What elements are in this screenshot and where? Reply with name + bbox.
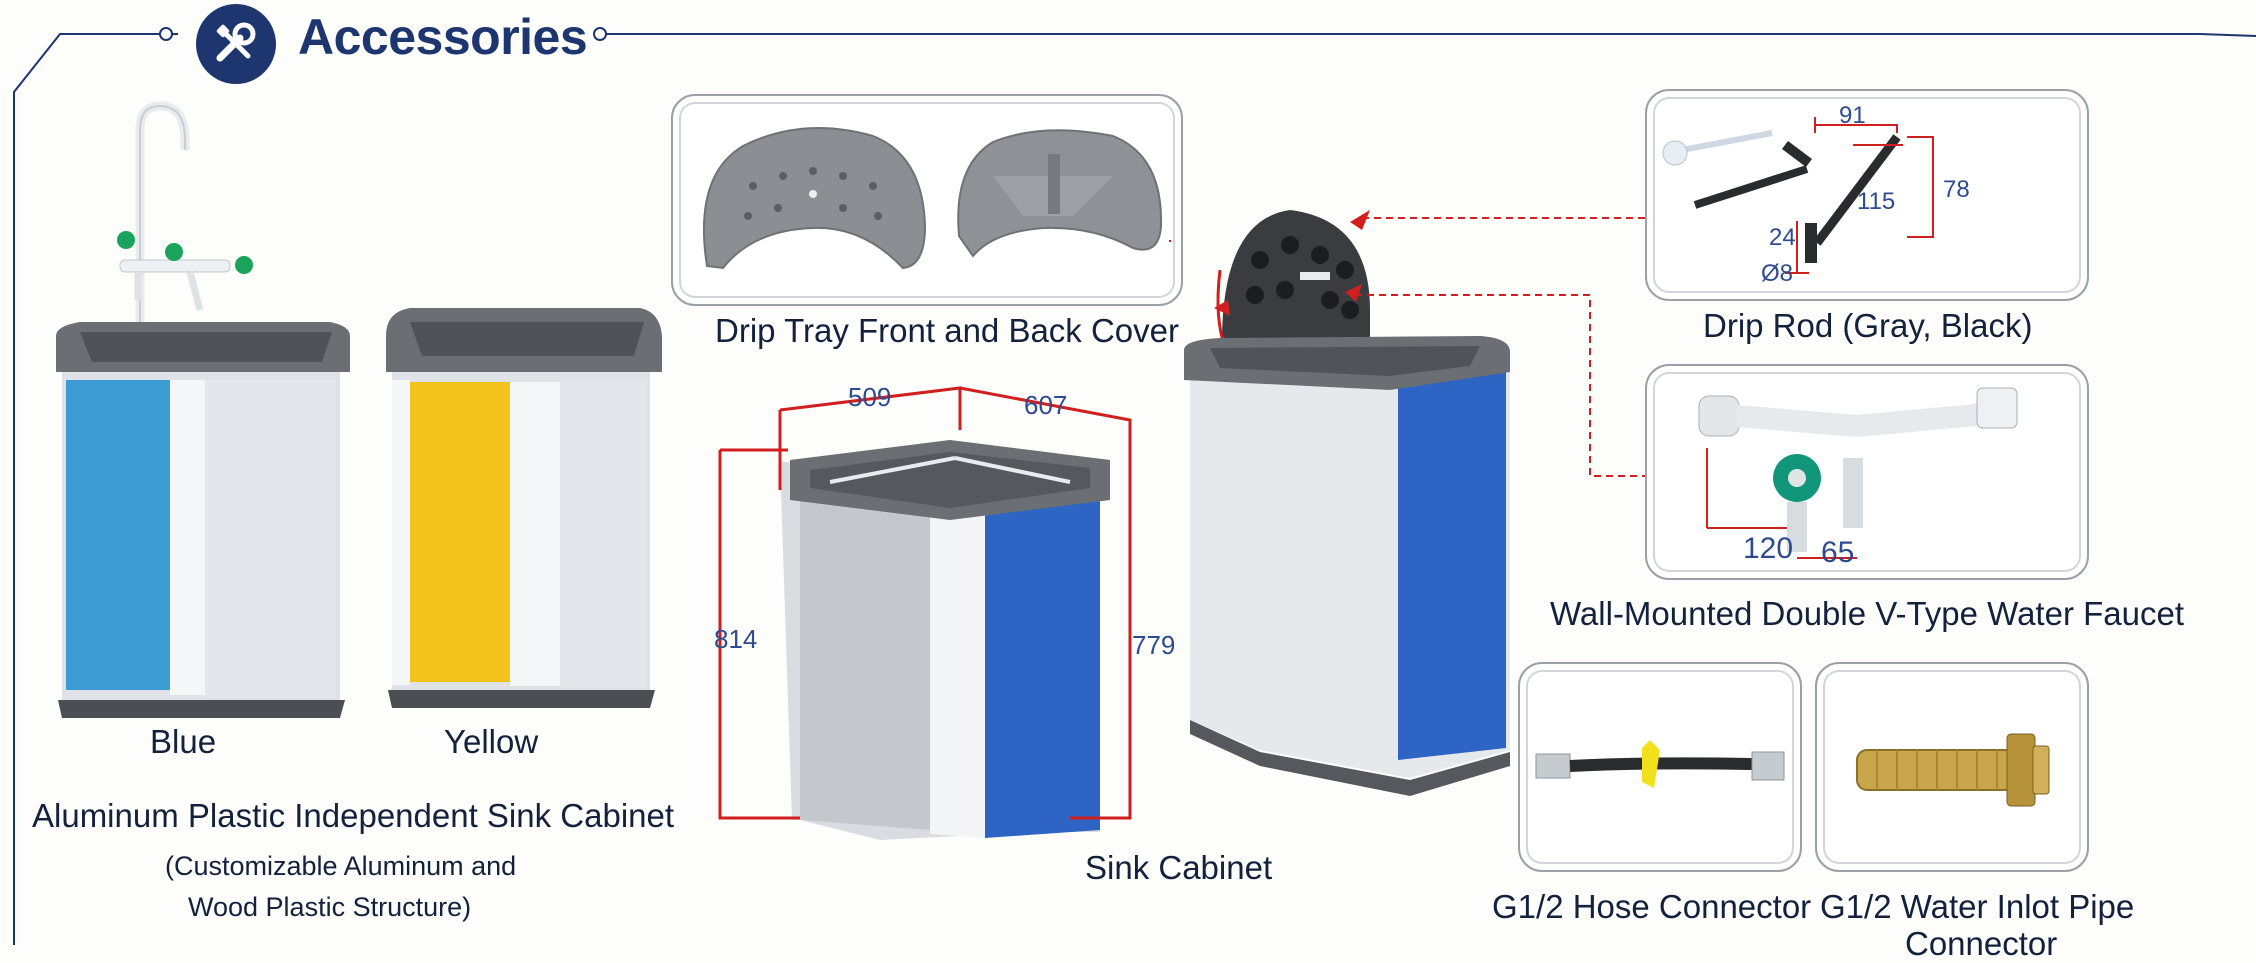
tools-icon [196, 4, 276, 84]
inlet-pipe-panel [1815, 662, 2089, 872]
sink-cabinet-dimensions-illustration: 509 607 814 779 [714, 382, 1175, 840]
faucet-panel: 120 65 [1645, 364, 2089, 580]
dim-height-back-label: 779 [1132, 630, 1175, 660]
drip-rod-panel: 91 78 115 24 Ø8 [1645, 89, 2089, 301]
drip-rod-dim-115: 115 [1857, 188, 1895, 215]
drip-tray-covers-image [703, 127, 1163, 270]
inlet-pipe-label-line1: G1/2 Water Inlot Pipe [1820, 888, 2135, 925]
drip-tray-panel [671, 94, 1183, 306]
sink-cabinet-subtitle-line2: Wood Plastic Structure) [188, 892, 472, 922]
blue-sink-cabinet [56, 101, 350, 718]
water-inlet-pipe-image [1856, 733, 2050, 807]
hose-connector-image [1535, 740, 1785, 788]
drip-rod-dim-24: 24 [1769, 224, 1796, 251]
drip-rod-dim-78: 78 [1943, 176, 1970, 203]
inlet-pipe-label-line2: Connector [1905, 925, 2058, 962]
dim-height-front-label: 814 [714, 624, 757, 654]
sink-cabinet-subtitle-line1: (Customizable Aluminum and [165, 851, 517, 881]
drip-rod-dim-diameter: Ø8 [1761, 260, 1793, 287]
hose-connector-label: G1/2 Hose Connector [1492, 888, 1812, 925]
faucet-dim-120: 120 [1743, 532, 1793, 565]
faucet-dim-65: 65 [1821, 536, 1854, 569]
sink-cabinet-variants-illustration [56, 101, 662, 718]
variant-yellow-label: Yellow [444, 723, 539, 760]
assembled-sink-cabinet-illustration [1169, 210, 1646, 796]
wall-mounted-faucet-image: 120 65 [1698, 387, 2018, 569]
dim-width-label: 509 [848, 382, 891, 412]
dim-depth-label: 607 [1024, 390, 1067, 420]
drip-rod-image: 91 78 115 24 Ø8 [1662, 102, 1970, 287]
hose-connector-panel [1518, 662, 1802, 872]
yellow-sink-cabinet [386, 308, 662, 708]
drip-rod-dim-91: 91 [1839, 102, 1866, 129]
page-title: Accessories [298, 9, 588, 65]
faucet-label: Wall-Mounted Double V-Type Water Faucet [1550, 595, 2184, 632]
drip-tray-label: Drip Tray Front and Back Cover [715, 312, 1179, 349]
drip-rod-label: Drip Rod (Gray, Black) [1703, 307, 2033, 344]
variant-blue-label: Blue [150, 723, 217, 760]
sink-cabinet-product-title: Aluminum Plastic Independent Sink Cabine… [32, 797, 675, 834]
sink-cabinet-label: Sink Cabinet [1085, 849, 1273, 886]
